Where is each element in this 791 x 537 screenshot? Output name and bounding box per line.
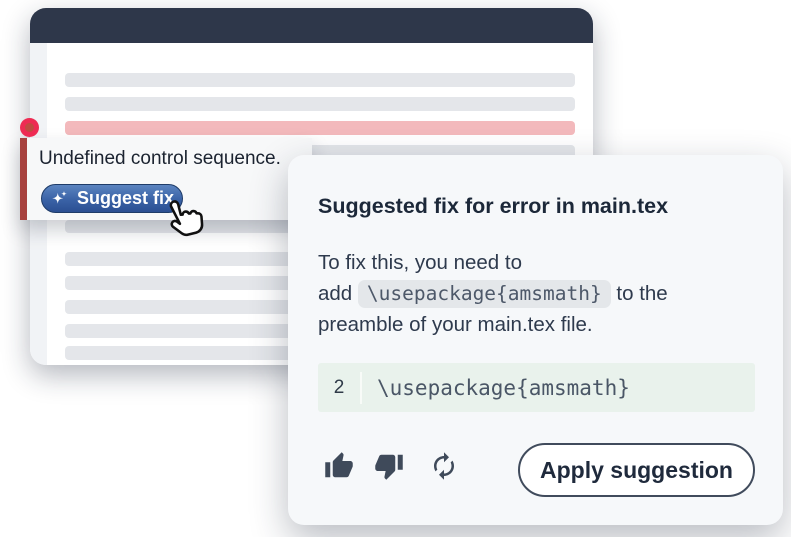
suggest-fix-button[interactable]: Suggest fix	[41, 184, 183, 213]
thumbs-up-icon[interactable]	[324, 451, 354, 481]
inline-code-snippet: \usepackage{amsmath}	[357, 280, 611, 308]
explanation-line-1: To fix this, you need to	[318, 251, 522, 274]
error-severity-bar	[20, 138, 27, 220]
editor-window-titlebar	[30, 8, 593, 43]
text-line-placeholder	[65, 73, 575, 87]
text-line-placeholder	[65, 97, 575, 111]
suggestion-panel: Suggested fix for error in main.tex To f…	[288, 155, 783, 525]
code-gutter-divider	[360, 371, 362, 404]
suggested-code-text: \usepackage{amsmath}	[377, 375, 630, 400]
suggestion-panel-title: Suggested fix for error in main.tex	[318, 194, 669, 218]
suggest-fix-label: Suggest fix	[76, 188, 174, 208]
apply-suggestion-label: Apply suggestion	[540, 456, 733, 483]
error-tooltip: Undefined control sequence. Suggest fix	[20, 138, 312, 220]
error-marker-icon	[20, 118, 39, 137]
pointer-hand-cursor	[151, 189, 210, 249]
error-message: Undefined control sequence.	[39, 148, 281, 169]
apply-suggestion-button[interactable]: Apply suggestion	[518, 443, 755, 497]
explanation-line-2-prefix: add	[318, 282, 358, 305]
explanation-line-3: preamble of your main.tex file.	[318, 313, 593, 336]
error-line-highlight	[65, 121, 575, 135]
code-line-number: 2	[333, 376, 345, 398]
suggested-code-block: 2 \usepackage{amsmath}	[318, 363, 755, 412]
explanation-line-2-suffix: to the	[610, 282, 668, 305]
thumbs-down-icon[interactable]	[374, 451, 404, 481]
refresh-suggestion-icon[interactable]	[429, 451, 459, 481]
ai-sparkle-icon	[50, 189, 70, 209]
suggestion-explanation: To fix this, you need to add \usepackage…	[318, 247, 668, 340]
